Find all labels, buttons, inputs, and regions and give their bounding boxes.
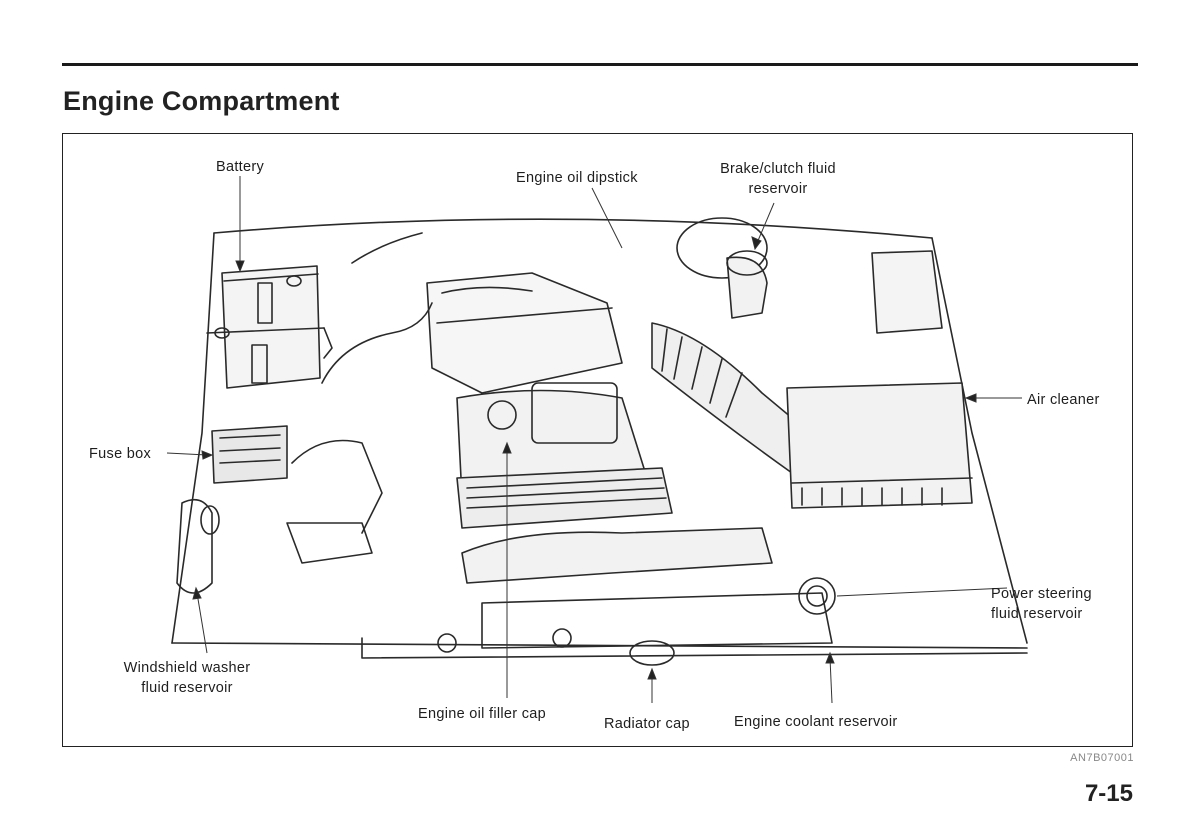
page-title: Engine Compartment bbox=[63, 86, 340, 116]
figure-code: AN7B07001 bbox=[1070, 752, 1134, 764]
fuse-box-illustration bbox=[211, 425, 288, 484]
fuse-box-label: Fuse box bbox=[89, 446, 152, 462]
relay-box-illustration bbox=[871, 250, 943, 334]
windshield-washer-fluid-reservoir-label: Windshield washer fluid reservoir bbox=[108, 658, 266, 698]
windshield-washer-line1: Windshield washer bbox=[123, 660, 251, 676]
engine-oil-filler-cap-label: Engine oil filler cap bbox=[418, 706, 547, 722]
windshield-washer-line2: fluid reservoir bbox=[141, 680, 233, 696]
intake-illustration bbox=[426, 272, 648, 499]
power-steering-line2: fluid reservoir bbox=[991, 606, 1083, 622]
washer-reservoir-illustration bbox=[176, 498, 220, 594]
brake-reservoir-illustration bbox=[676, 217, 768, 319]
engine-coolant-reservoir-label: Engine coolant reservoir bbox=[734, 714, 898, 730]
top-rule bbox=[62, 63, 1138, 66]
battery-label: Battery bbox=[216, 159, 265, 175]
battery-illustration bbox=[206, 265, 333, 389]
figure-frame bbox=[62, 133, 1133, 747]
radiator-cap-label: Radiator cap bbox=[604, 716, 690, 732]
brake-clutch-line2: reservoir bbox=[748, 181, 808, 197]
brake-clutch-fluid-reservoir-label: Brake/clutch fluid reservoir bbox=[708, 159, 848, 199]
radiator-illustration bbox=[437, 527, 833, 666]
power-steering-line1: Power steering bbox=[991, 586, 1092, 602]
power-steering-reservoir-illustration bbox=[798, 577, 836, 615]
air-cleaner-illustration bbox=[786, 382, 973, 509]
engine-compartment-illustration bbox=[166, 176, 1028, 704]
engine-block-illustration bbox=[456, 467, 673, 529]
engine-oil-dipstick-label: Engine oil dipstick bbox=[516, 170, 638, 186]
brake-clutch-line1: Brake/clutch fluid bbox=[720, 161, 836, 177]
power-steering-fluid-reservoir-label: Power steering fluid reservoir bbox=[991, 584, 1092, 624]
page-number: 7-15 bbox=[1084, 780, 1133, 807]
air-cleaner-label: Air cleaner bbox=[1027, 392, 1100, 408]
